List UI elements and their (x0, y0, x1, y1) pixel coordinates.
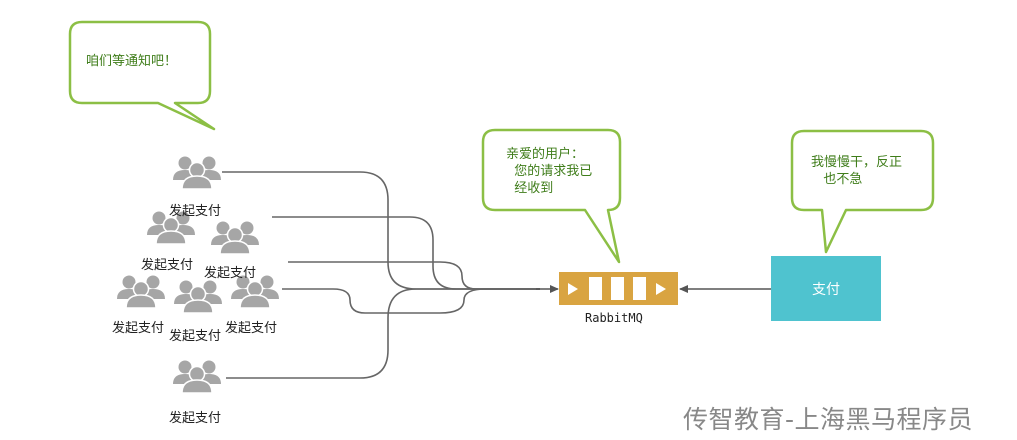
queue-label: RabbitMQ (585, 311, 643, 325)
connectors (222, 171, 540, 379)
user-group-label: 发起支付 (141, 258, 194, 273)
users-speech-text: 咱们等通知吧！ (86, 54, 178, 69)
user-group-label: 发起支付 (204, 266, 257, 281)
user-group-label: 发起支付 (225, 321, 278, 336)
connector-line (226, 288, 540, 379)
payment-speech-text: 我慢慢干，反正 也不急 (811, 155, 903, 187)
speech-bubble-payment (790, 129, 935, 254)
payment-service-box: 支付 (771, 256, 881, 321)
connector-line (272, 216, 540, 290)
watermark: 传智教育-上海黑马程序员 (683, 405, 974, 434)
people-group-icon (173, 279, 223, 314)
connector-line (222, 171, 540, 290)
payment-label: 支付 (812, 281, 840, 298)
people-group-icon (172, 155, 222, 190)
user-group-label: 发起支付 (169, 329, 222, 344)
people-group-icon (210, 220, 260, 255)
user-group-label: 发起支付 (112, 321, 165, 336)
speech-bubble-users (68, 20, 216, 131)
user-group-label: 发起支付 (169, 204, 222, 219)
speech-bubble-queue (481, 128, 622, 264)
user-group-label: 发起支付 (169, 411, 222, 426)
queue-speech-text: 亲爱的用户： 您的请求我已 经收到 (506, 147, 593, 196)
message-queue-icon (559, 272, 678, 305)
connector-line (288, 261, 540, 290)
connector-line (282, 288, 540, 314)
people-group-icon (116, 274, 166, 309)
people-group-icon (172, 359, 222, 394)
